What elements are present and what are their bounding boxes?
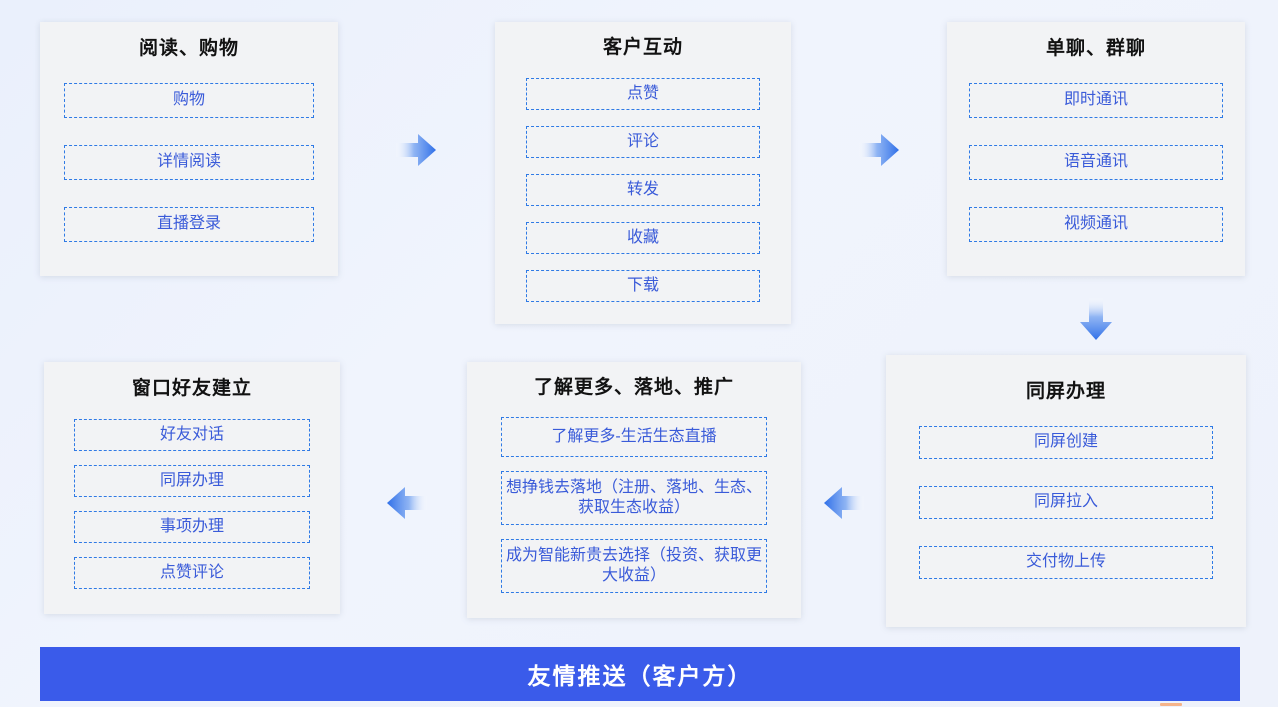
card-title-read-shop: 阅读、购物 bbox=[138, 38, 239, 59]
item-xiangzhengqian-luodi[interactable]: 想挣钱去落地（注册、落地、生态、获取生态收益） bbox=[501, 470, 767, 525]
card-single-group-chat: 单聊、群聊 即时通讯 语音通讯 视频通讯 bbox=[947, 22, 1245, 276]
item-shipintongxun[interactable]: 视频通讯 bbox=[969, 206, 1223, 242]
item-yuyintongxun[interactable]: 语音通讯 bbox=[969, 144, 1223, 180]
item-dianzanpinglun[interactable]: 点赞评论 bbox=[74, 556, 310, 589]
arrow-right-icon bbox=[859, 134, 899, 166]
card-items-interaction: 点赞 评论 转发 收藏 下载 bbox=[526, 77, 760, 302]
item-pinglun[interactable]: 评论 bbox=[526, 125, 760, 158]
item-jishitongxun[interactable]: 即时通讯 bbox=[969, 82, 1223, 118]
arrow-left-icon bbox=[387, 487, 427, 519]
item-tongpingbanli[interactable]: 同屏办理 bbox=[74, 464, 310, 497]
item-haoyouduihua[interactable]: 好友对话 bbox=[74, 418, 310, 451]
card-window-friend-setup: 窗口好友建立 好友对话 同屏办理 事项办理 点赞评论 bbox=[44, 362, 340, 614]
item-zhibodenglu[interactable]: 直播登录 bbox=[64, 206, 314, 242]
item-dianzan[interactable]: 点赞 bbox=[526, 77, 760, 110]
bottom-banner-friendly-push: 友情推送（客户方） bbox=[40, 647, 1240, 701]
card-items-chat: 即时通讯 语音通讯 视频通讯 bbox=[969, 82, 1223, 242]
arrow-left-icon bbox=[824, 487, 864, 519]
card-items-more: 了解更多-生活生态直播 想挣钱去落地（注册、落地、生态、获取生态收益） 成为智能… bbox=[501, 416, 767, 593]
card-items-friend: 好友对话 同屏办理 事项办理 点赞评论 bbox=[74, 418, 310, 589]
arrow-right-icon bbox=[396, 134, 436, 166]
card-learn-more-landing-promotion: 了解更多、落地、推广 了解更多-生活生态直播 想挣钱去落地（注册、落地、生态、获… bbox=[467, 362, 801, 618]
item-jiaofuwushangchuan[interactable]: 交付物上传 bbox=[919, 545, 1213, 579]
banner-label: 友情推送（客户方） bbox=[527, 663, 753, 689]
item-shixiangbanli[interactable]: 事项办理 bbox=[74, 510, 310, 543]
item-zhuanfa[interactable]: 转发 bbox=[526, 173, 760, 206]
item-shoucang[interactable]: 收藏 bbox=[526, 221, 760, 254]
card-read-shop: 阅读、购物 购物 详情阅读 直播登录 bbox=[40, 22, 338, 276]
card-customer-interaction: 客户互动 点赞 评论 转发 收藏 下载 bbox=[495, 22, 791, 324]
card-items-read-shop: 购物 详情阅读 直播登录 bbox=[64, 82, 314, 242]
item-liaojiegengduo-zhibo[interactable]: 了解更多-生活生态直播 bbox=[501, 416, 767, 457]
item-tongpingchuangjian[interactable]: 同屏创建 bbox=[919, 425, 1213, 459]
card-title-screen: 同屏办理 bbox=[1025, 381, 1106, 402]
item-xiazai[interactable]: 下载 bbox=[526, 269, 760, 302]
item-tongpinglaru[interactable]: 同屏拉入 bbox=[919, 485, 1213, 519]
card-title-interaction: 客户互动 bbox=[602, 37, 683, 58]
arrow-down-icon bbox=[1080, 298, 1112, 340]
card-items-screen: 同屏创建 同屏拉入 交付物上传 bbox=[919, 425, 1213, 579]
item-gouwu[interactable]: 购物 bbox=[64, 82, 314, 118]
card-title-more: 了解更多、落地、推广 bbox=[533, 377, 734, 398]
clipped-artifact bbox=[1160, 703, 1182, 706]
card-title-chat: 单聊、群聊 bbox=[1045, 38, 1146, 59]
item-xiangqingyuedu[interactable]: 详情阅读 bbox=[64, 144, 314, 180]
item-chengwei-zhinengxingui[interactable]: 成为智能新贵去选择（投资、获取更大收益） bbox=[501, 538, 767, 593]
card-same-screen-handling: 同屏办理 同屏创建 同屏拉入 交付物上传 bbox=[886, 355, 1246, 627]
card-title-friend: 窗口好友建立 bbox=[131, 378, 252, 399]
